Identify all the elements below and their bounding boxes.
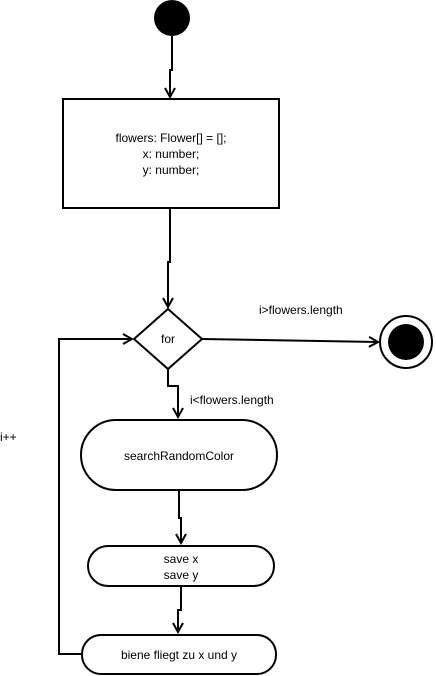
save-xy-node: save x save y — [87, 545, 275, 587]
edge-declarations-to-loop — [168, 208, 170, 307]
fly-label: biene fliegt zu x und y — [121, 648, 237, 662]
declarations-line-2: x: number; — [143, 147, 200, 161]
search-random-color-label: searchRandomColor — [124, 449, 234, 463]
declarations-node: flowers: Flower[] = []; x: number; y: nu… — [62, 98, 280, 209]
declarations-line-1: flowers: Flower[] = []; — [115, 131, 226, 145]
loop-decision-label: for — [161, 332, 175, 346]
loop-decision-node: for — [132, 307, 204, 371]
save-y-label: save y — [164, 568, 199, 582]
declarations-line-3: y: number; — [143, 163, 200, 177]
edge-loop-back — [58, 339, 132, 655]
exit-condition-label: i>flowers.length — [259, 303, 343, 317]
loop-increment-label: i++ — [0, 430, 17, 444]
fly-node: biene fliegt zu x und y — [81, 634, 277, 675]
end-node — [379, 315, 433, 369]
continue-condition-label: i<flowers.length — [190, 393, 274, 407]
edge-loop-exit — [201, 339, 378, 342]
edge-loop-continue — [167, 369, 178, 417]
start-node — [154, 0, 190, 36]
search-random-color-node: searchRandomColor — [80, 419, 278, 491]
save-x-label: save x — [164, 552, 199, 566]
edge-search-to-save — [179, 490, 181, 543]
edge-start-to-declarations — [170, 36, 172, 97]
edge-save-to-fly — [178, 586, 181, 632]
